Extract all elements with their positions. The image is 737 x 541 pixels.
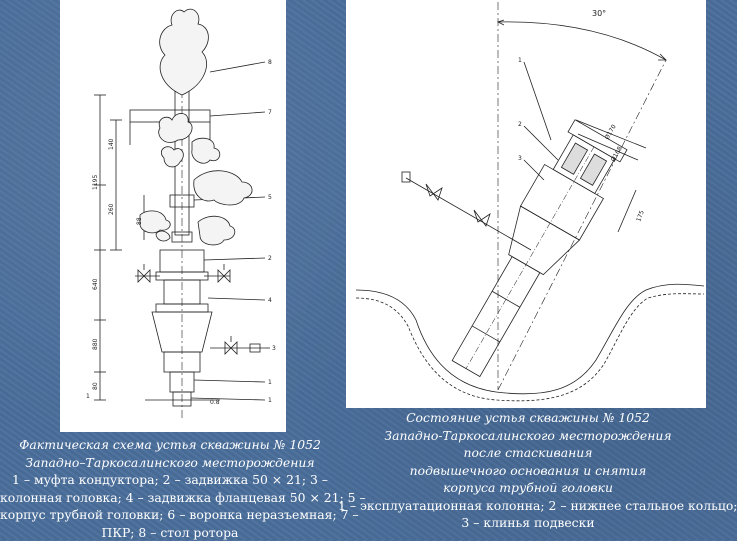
wellhead-scheme-svg: 8 7 5 2 4 3 1 1 0.8 1195 140 260 640 880…: [60, 0, 286, 432]
dim-175: 175: [635, 209, 646, 222]
label-5: 5: [268, 194, 272, 201]
production-casing-assembly: [437, 118, 631, 386]
label-2: 2: [518, 121, 522, 128]
right-caption-title-line-1: Состояние устья скважины № 1052: [338, 409, 718, 427]
dim-80: 80: [92, 382, 99, 390]
dim-170: Ø170: [604, 123, 618, 141]
left-caption-title-line-2: Западно–Таркосалинского месторождения: [0, 454, 340, 472]
dim-880: 880: [92, 338, 99, 350]
dim-168: Ø168: [610, 145, 624, 163]
angle-label: 30°: [592, 9, 606, 18]
dim-1: 1: [86, 393, 90, 400]
left-caption-legend-line-3: корпус трубной головки; 6 – воронка нера…: [0, 506, 340, 524]
angle-arc: [498, 22, 666, 60]
label-4: 4: [268, 297, 272, 304]
right-caption-title-line-2: Западно-Таркосалинского месторождения: [338, 427, 718, 445]
dim-140: 140: [108, 138, 115, 150]
cement-spill-shapes: [140, 9, 252, 245]
label-1b: 1: [268, 397, 272, 404]
label-2: 2: [268, 255, 272, 262]
dim-1195: 1195: [92, 175, 99, 190]
label-1: 1: [518, 57, 522, 64]
right-figure-caption: Состояние устья скважины № 1052 Западно-…: [338, 409, 718, 532]
side-valve-line: [406, 178, 531, 250]
right-caption-title-line-5: корпуса трубной головки: [338, 479, 718, 497]
left-caption-title-line-1: Фактическая схема устья скважины № 1052: [0, 436, 340, 454]
right-caption-legend-line-1: 1 – эксплуатационная колонна; 2 – нижнее…: [338, 497, 718, 515]
wellhead-state-drawing: 30° 1 2 3 Ø170 Ø168 175: [346, 0, 706, 408]
wellhead-actual-scheme-drawing: 8 7 5 2 4 3 1 1 0.8 1195 140 260 640 880…: [60, 0, 286, 432]
right-caption-title-line-3: после стаскивания: [338, 444, 718, 462]
left-figure-caption: Фактическая схема устья скважины № 1052 …: [0, 436, 340, 541]
label-1a: 1: [268, 379, 272, 386]
label-3: 3: [518, 155, 522, 162]
label-3: 3: [272, 345, 276, 352]
right-caption-legend-line-2: 3 – клинья подвески: [338, 514, 718, 532]
side-valve-2: [474, 210, 490, 226]
right-caption-title-line-4: подвышечного основания и снятия: [338, 462, 718, 480]
label-8: 8: [268, 59, 272, 66]
dim-640: 640: [92, 278, 99, 290]
left-caption-legend-line-1: 1 – муфта кондуктора; 2 – задвижка 50 × …: [0, 471, 340, 489]
left-caption-legend-line-4: ПКР; 8 – стол ротора: [0, 524, 340, 541]
ground-pit-profile: [356, 284, 704, 394]
dim-88: 88: [136, 217, 143, 225]
inclined-axis: [498, 60, 666, 390]
label-7: 7: [268, 109, 272, 116]
wellhead-state-svg: 30° 1 2 3 Ø170 Ø168 175: [346, 0, 706, 408]
label-dim-small: 0.8: [210, 399, 220, 406]
left-caption-legend-line-2: колонная головка; 4 – задвижка фланцевая…: [0, 489, 340, 507]
dim-260: 260: [108, 203, 115, 215]
